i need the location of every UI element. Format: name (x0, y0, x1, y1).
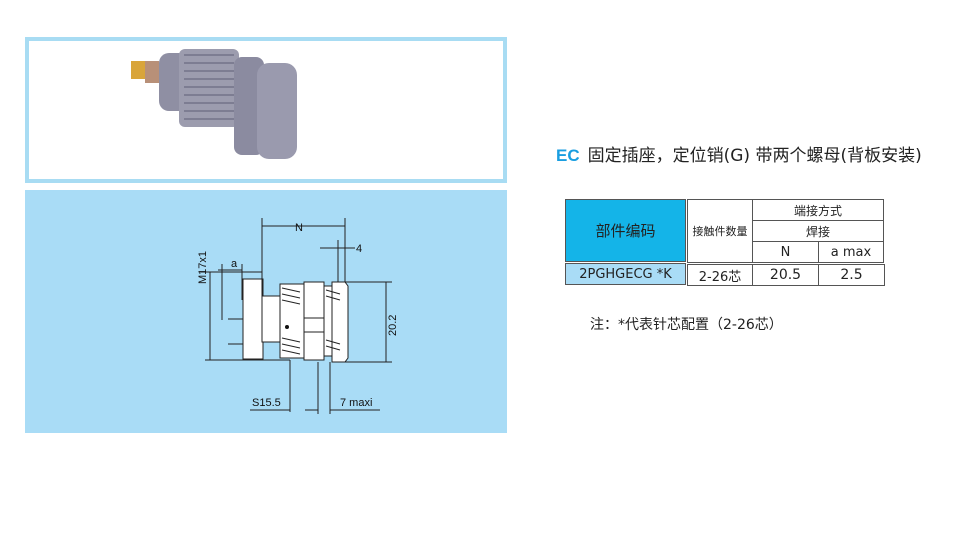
dimension-20-2-label: 20.2 (387, 315, 399, 336)
product-title: EC 固定插座，定位销(G) 带两个螺母(背板安装) (556, 141, 922, 166)
dimension-n-label: N (295, 222, 303, 234)
connector-photo (131, 49, 297, 159)
technical-drawing-panel: N 4 a M17x1 20.2 S15.5 7 maxi (25, 190, 507, 433)
dimension-4-label: 4 (356, 243, 362, 255)
connector-thread (179, 49, 239, 127)
product-title-text: 固定插座，定位销(G) 带两个螺母(背板安装) (587, 146, 922, 166)
column-a-header: a max (818, 241, 884, 263)
part-code-header: 部件编码 (565, 199, 686, 262)
product-photo-frame (25, 37, 507, 183)
dimension-a-label: a (231, 258, 238, 270)
dimension-s15-5-label: S15.5 (252, 397, 281, 409)
product-code: EC (556, 146, 580, 165)
column-n-header: N (752, 241, 819, 263)
connector-pins (131, 61, 159, 83)
n-value: 20.5 (752, 264, 819, 286)
part-code-value: 2PGHGECG *K (565, 263, 686, 285)
a-value: 2.5 (818, 264, 885, 286)
connector-front (257, 63, 297, 159)
connector-nut (234, 57, 264, 155)
footnote: 注：*代表针芯配置（2-26芯） (590, 317, 783, 333)
termination-type: 焊接 (752, 220, 884, 242)
dimension-m17-label: M17x1 (197, 251, 209, 284)
dimension-drawing: N 4 a M17x1 20.2 S15.5 7 maxi (197, 218, 399, 414)
contacts-header: 接触件数量 (687, 199, 753, 263)
contacts-value: 2-26芯 (687, 264, 753, 286)
termination-header: 端接方式 (752, 199, 884, 221)
dimension-7max-label: 7 maxi (340, 397, 372, 409)
